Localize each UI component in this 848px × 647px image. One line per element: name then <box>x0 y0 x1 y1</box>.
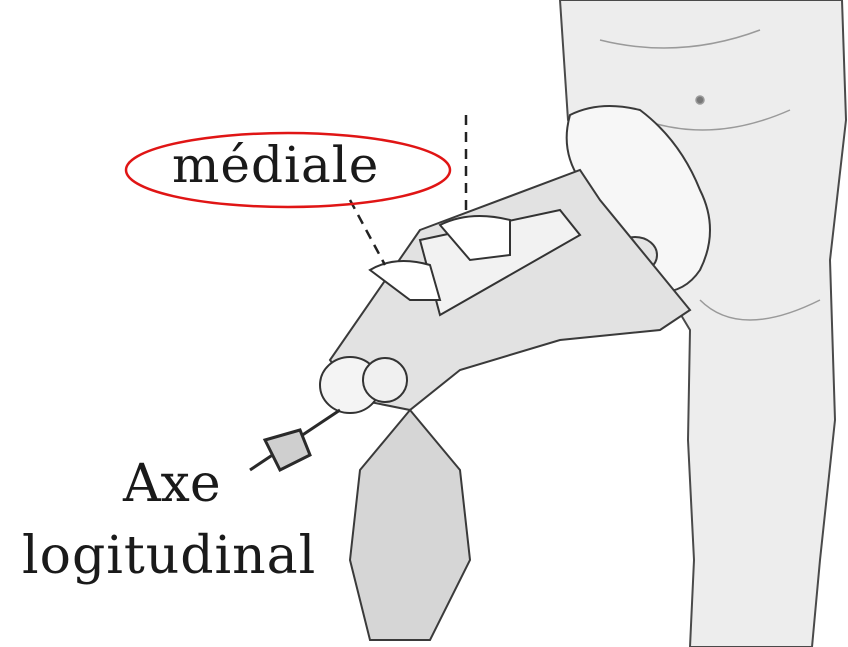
guide-pin <box>250 410 340 470</box>
medial-label: médiale <box>172 140 379 190</box>
axis-label-line1: Axe <box>123 458 221 510</box>
axis-label-line2: logitudinal <box>22 530 316 582</box>
